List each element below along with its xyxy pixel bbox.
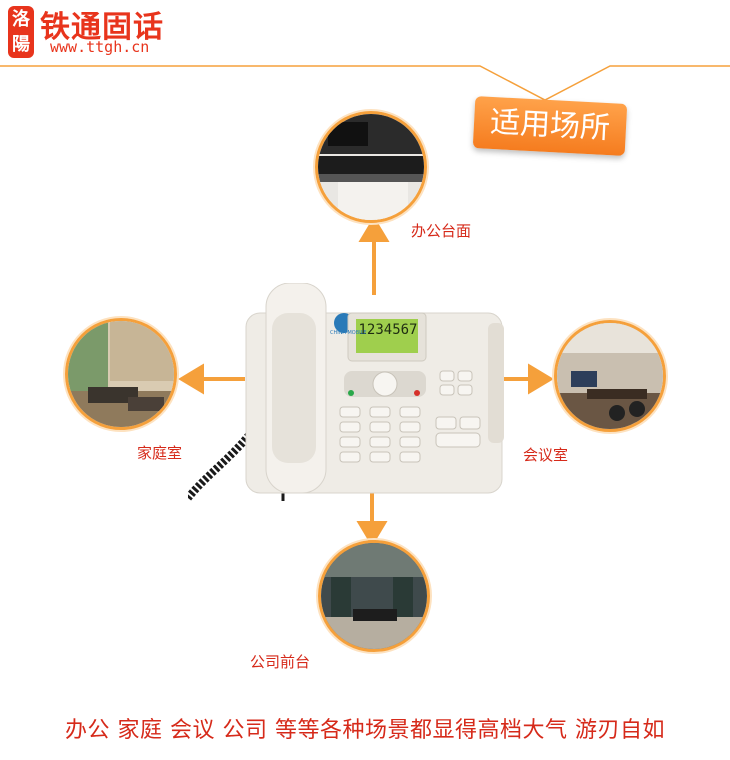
brand-url: www.ttgh.cn — [50, 38, 150, 56]
scene-office-desk-image — [315, 111, 427, 223]
tagline: 办公 家庭 会议 公司 等等各种场景都显得高档大气 游刃自如 — [65, 718, 665, 743]
scene-front-desk-image — [318, 540, 430, 652]
scene-living-room-image — [65, 318, 177, 430]
scene-living-room-label: 家庭室 — [137, 444, 183, 462]
scene-meeting-room-label: 会议室 — [523, 446, 569, 464]
brand-name: 铁通固话 — [40, 10, 164, 45]
phone-brand-logo-text: CHINA MOBILE — [330, 330, 367, 336]
scene-front-desk-label: 公司前台 — [250, 653, 311, 671]
scene-office-desk-label: 办公台面 — [411, 222, 472, 240]
phone-lcd-digits: 1234567 — [358, 322, 418, 338]
desk-phone-image — [188, 283, 504, 501]
scene-meeting-room-image — [554, 320, 666, 432]
logo-seal: 洛陽 — [8, 6, 34, 58]
